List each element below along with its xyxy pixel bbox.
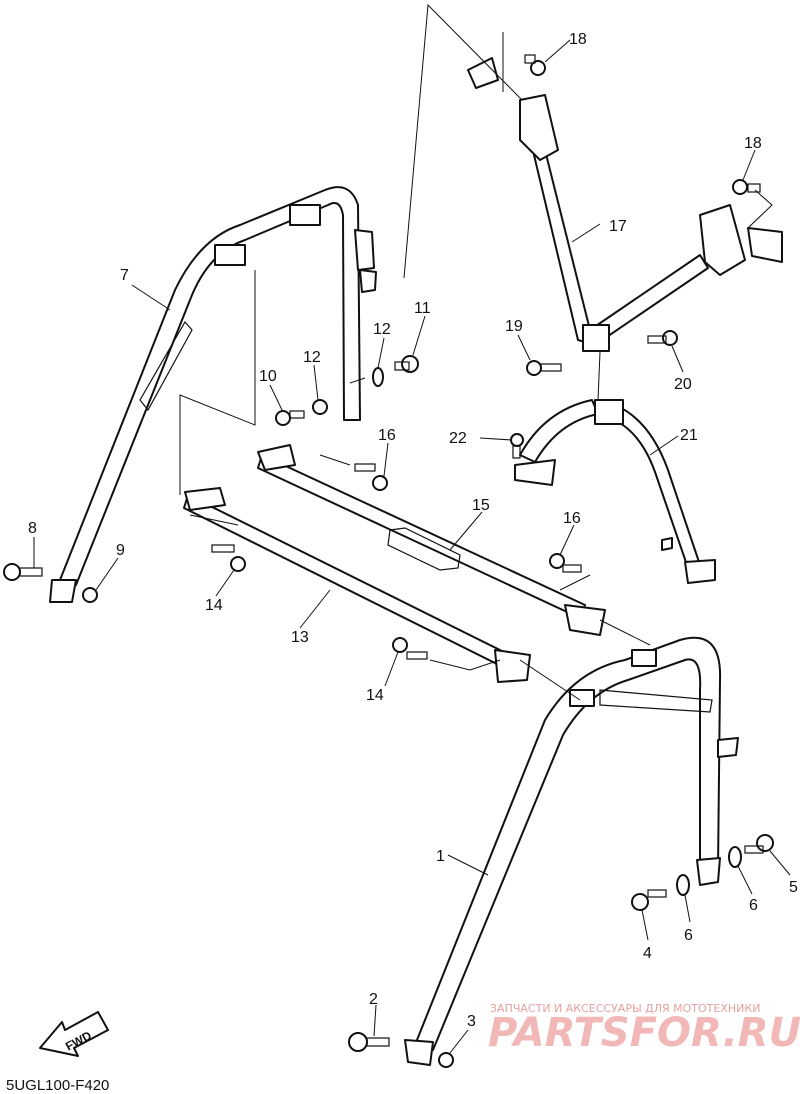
- callout-11: 11: [414, 300, 431, 317]
- diagram-code: 5UGL100-F420: [6, 1077, 109, 1094]
- fasteners: [3, 54, 774, 1068]
- callout-3: 3: [467, 1013, 476, 1030]
- callout-14b: 14: [366, 687, 384, 704]
- watermark-brand: PARTSFOR.RU: [488, 1010, 800, 1056]
- callout-12a: 12: [373, 321, 391, 338]
- callout-16b: 16: [563, 510, 581, 527]
- callout-20: 20: [674, 376, 692, 393]
- callout-22: 22: [449, 430, 467, 447]
- assembly-guide-lines: [179, 3, 773, 701]
- callout-5: 5: [789, 879, 798, 896]
- cross-bar-15: [257, 444, 606, 636]
- callout-6a: 6: [684, 927, 693, 944]
- callout-15: 15: [472, 497, 490, 514]
- callout-8: 8: [28, 520, 37, 537]
- leader-lines: [33, 39, 791, 1054]
- callout-13: 13: [291, 629, 309, 646]
- callout-12b: 12: [303, 349, 321, 366]
- watermark-tagline: ЗАПЧАСТИ И АКСЕССУАРЫ ДЛЯ МОТОТЕХНИКИ: [490, 1002, 760, 1015]
- callout-labels: 1 2 3 4 5 6 6 7 8 9 10 11 12 12 13 14 14…: [28, 31, 798, 1030]
- cross-bar-13: [183, 487, 531, 683]
- fwd-arrow: FWD: [39, 1011, 109, 1057]
- callout-7: 7: [120, 267, 129, 284]
- callout-16a: 16: [378, 427, 396, 444]
- callout-17: 17: [609, 218, 627, 235]
- callout-2: 2: [369, 991, 378, 1008]
- callout-21: 21: [680, 427, 698, 444]
- callout-18a: 18: [569, 31, 587, 48]
- callout-18b: 18: [744, 135, 762, 152]
- callout-19: 19: [505, 318, 523, 335]
- callout-4: 4: [643, 945, 652, 962]
- watermark: ЗАПЧАСТИ И АКСЕССУАРЫ ДЛЯ МОТОТЕХНИКИ PA…: [488, 1002, 800, 1056]
- callout-14a: 14: [205, 597, 223, 614]
- lower-brace: [514, 399, 716, 584]
- callout-6b: 6: [749, 897, 758, 914]
- rear-roll-bar: [49, 186, 377, 603]
- callout-9: 9: [116, 542, 125, 559]
- front-roll-bar: [404, 636, 739, 1066]
- callout-10: 10: [259, 368, 277, 385]
- callout-1: 1: [436, 848, 445, 865]
- upper-brace: [467, 57, 783, 352]
